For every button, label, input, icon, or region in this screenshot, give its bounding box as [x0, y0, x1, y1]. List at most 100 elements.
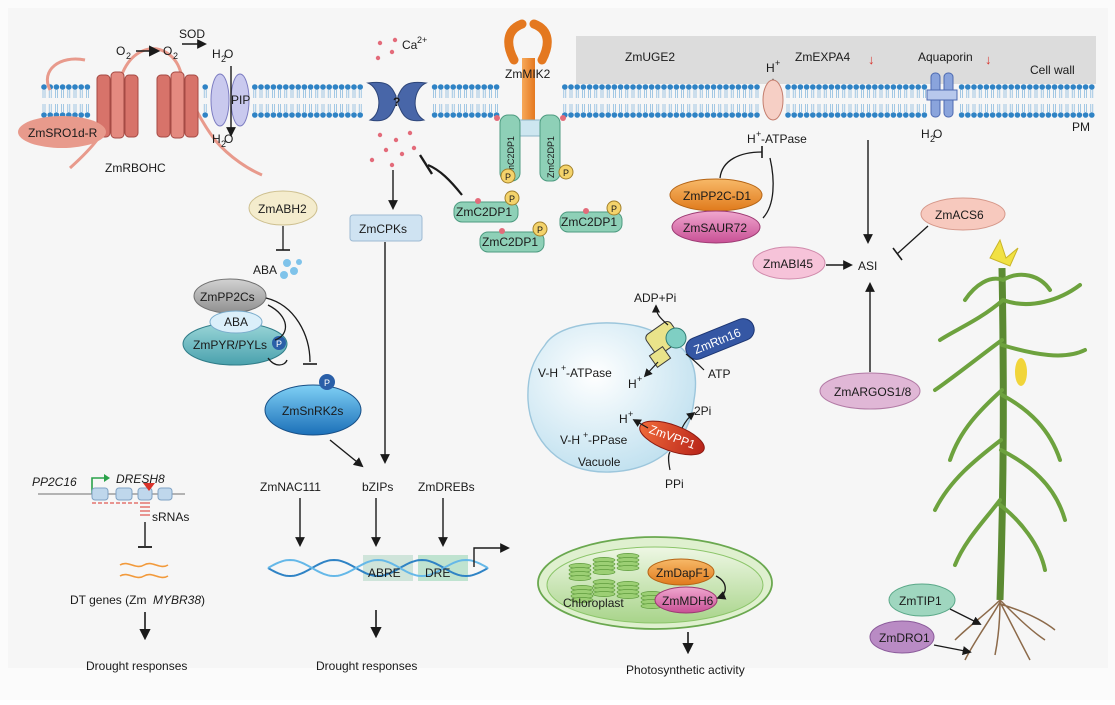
- lipid-head: [965, 84, 971, 90]
- lipid-head: [971, 112, 977, 118]
- lipid-tail: [55, 104, 58, 112]
- lipid-head: [915, 112, 921, 118]
- lipid-tail: [873, 90, 877, 98]
- lipid-head: [810, 84, 816, 90]
- lipid-head: [958, 84, 965, 90]
- lipid-head: [661, 112, 667, 118]
- cell-wall-label: Cell wall: [1030, 63, 1075, 77]
- lipid-tail: [352, 104, 356, 112]
- lipid-tail: [445, 104, 449, 112]
- lipid-head: [915, 84, 921, 90]
- lipid-tail: [854, 104, 858, 112]
- abre-label: ABRE: [368, 566, 401, 580]
- lipid-head: [717, 112, 723, 118]
- vacuole-module: V-H + -ATPase V-H + -PPase Vacuole ZmRtn…: [527, 291, 755, 491]
- lipid-head: [276, 112, 283, 118]
- pm-label: PM: [1072, 120, 1090, 134]
- lipid-head: [493, 84, 500, 90]
- lipid-tail: [42, 90, 46, 98]
- lipid-head: [599, 84, 605, 90]
- lipid-tail: [259, 90, 263, 98]
- lipid-tail: [861, 90, 864, 98]
- h2o2-bottom-label: H O: [212, 132, 233, 146]
- lipid-tail: [594, 104, 598, 112]
- lipid-tail: [42, 104, 46, 112]
- lipid-tail: [675, 90, 678, 98]
- lipid-head: [586, 112, 593, 118]
- lipid-tail: [290, 90, 294, 98]
- lipid-tail: [1071, 104, 1075, 112]
- lipid-head: [648, 84, 655, 90]
- lipid-tail: [588, 104, 591, 112]
- p-right-vertical: [558, 164, 574, 180]
- lipid-tail: [997, 90, 1001, 98]
- lipid-tail: [885, 104, 889, 112]
- lipid-tail: [668, 90, 672, 98]
- lipid-tail: [861, 104, 864, 112]
- lipid-tail: [879, 104, 883, 112]
- lipid-head: [1027, 112, 1033, 118]
- lipid-tail: [272, 104, 275, 112]
- lipid-head: [357, 84, 364, 90]
- lipid-head: [605, 112, 611, 118]
- lipid-head: [878, 112, 884, 118]
- lipid-head: [1008, 112, 1014, 118]
- zmargos-label: ZmARGOS1/8: [834, 385, 912, 399]
- aba-bound-oval: [209, 310, 263, 334]
- lipid-tail: [675, 104, 678, 112]
- zmmik2-ectodomain: [504, 19, 552, 65]
- v-atpase-label-rest: -ATPase: [566, 366, 612, 380]
- zmrbohc-barrels: [96, 71, 199, 139]
- lipid-head: [84, 112, 91, 118]
- lipid-tail: [842, 104, 846, 112]
- lipid-tail: [637, 90, 641, 98]
- plasma-membrane: [41, 84, 1095, 118]
- lipid-head: [593, 112, 599, 118]
- lipid-tail: [681, 90, 684, 98]
- lipid-head: [332, 84, 339, 90]
- v-atpase-complex: [645, 321, 687, 369]
- lipid-tail: [575, 90, 579, 98]
- lipid-head: [326, 112, 333, 118]
- zmpyr-label: ZmPYR/PYLs: [193, 338, 267, 352]
- zmpp2c-d1-label: ZmPP2C-D1: [683, 189, 751, 203]
- lipid-tail: [582, 104, 585, 112]
- lipid-head: [686, 112, 692, 118]
- mrna-wave-2: [119, 573, 169, 579]
- lipid-head: [797, 112, 804, 118]
- lipid-tail: [817, 90, 821, 98]
- lipid-head: [791, 84, 797, 90]
- lipid-head: [977, 84, 983, 90]
- lipid-tail: [346, 90, 350, 98]
- lipid-tail: [656, 90, 660, 98]
- lipid-tail: [867, 104, 870, 112]
- lipid-head: [890, 84, 897, 90]
- ppi-line: [667, 451, 671, 471]
- lipid-tail: [284, 90, 288, 98]
- snrk-p-label: P: [324, 378, 330, 388]
- lipid-head: [1045, 112, 1052, 118]
- lipid-tail: [1040, 104, 1044, 112]
- lipid-tail: [699, 104, 703, 112]
- lipid-tail: [823, 104, 827, 112]
- lipid-tail: [985, 104, 988, 112]
- pyr-p-label: P: [276, 339, 282, 349]
- lipid-tail: [482, 90, 486, 98]
- lipid-tail: [600, 104, 604, 112]
- lipid-tail: [1009, 104, 1013, 112]
- lipid-tail: [67, 90, 71, 98]
- lipid-tail: [978, 104, 982, 112]
- lipid-tail: [489, 104, 492, 112]
- lipid-head: [1070, 112, 1076, 118]
- pp2cs-inhibit-pyr-line: [267, 304, 287, 341]
- h-atpase-h: H: [747, 132, 756, 146]
- lipid-head: [1014, 112, 1021, 118]
- lipid-head: [859, 84, 866, 90]
- ca-channel-question: ?: [393, 95, 400, 109]
- lipid-head: [438, 112, 444, 118]
- lipid-tail: [625, 104, 629, 112]
- lipid-tail: [687, 90, 691, 98]
- lipid-head: [679, 84, 686, 90]
- acs6-inhibit-line: [896, 225, 929, 255]
- lipid-head: [338, 84, 345, 90]
